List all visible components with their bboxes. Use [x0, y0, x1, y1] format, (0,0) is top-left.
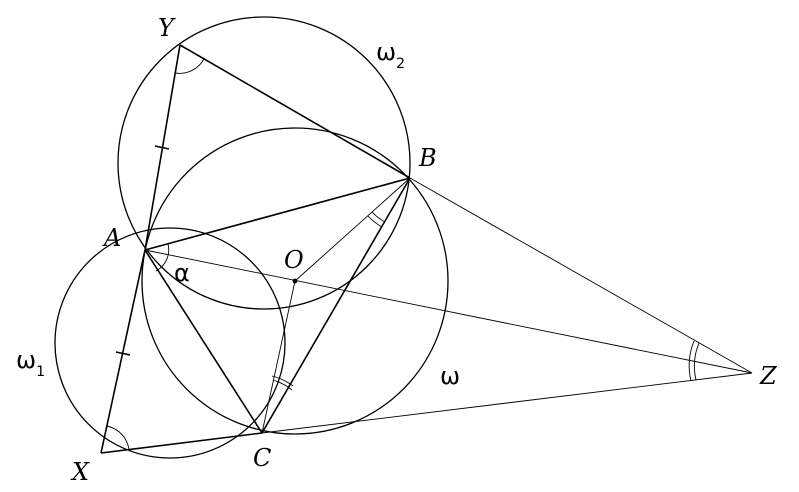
- angle-arc-Y: [174, 58, 205, 74]
- label-point-X: X: [70, 458, 90, 486]
- segment-BZ: [409, 177, 753, 374]
- angle-arc-Z-2: [693, 342, 700, 381]
- label-point-O: O: [284, 246, 304, 274]
- tick-AX: [115, 351, 131, 356]
- angle-arc-C-1: [272, 379, 293, 391]
- segment-XC: [100, 432, 263, 454]
- segment-CZ: [261, 372, 753, 434]
- angle-arc-C-2: [271, 375, 294, 387]
- angle-arc-Z-1: [688, 340, 695, 382]
- segment-AX: [100, 249, 146, 454]
- point-O-dot: [292, 278, 298, 284]
- label-point-Z: Z: [759, 362, 778, 390]
- segment-YB: [179, 44, 411, 179]
- tick-YA: [154, 145, 170, 150]
- label-alpha: α: [174, 259, 190, 287]
- segment-AC: [144, 249, 263, 434]
- label-point-B: B: [418, 144, 437, 172]
- segment-AB: [144, 177, 411, 251]
- angle-arc-B-1: [367, 215, 383, 228]
- angle-arc-alpha: [155, 243, 170, 272]
- angle-arc-B-2: [371, 211, 386, 223]
- circle-omega1: [54, 227, 286, 459]
- label-point-C: C: [253, 444, 271, 472]
- segment-OC: [261, 280, 296, 434]
- circle-omega2: [117, 16, 411, 310]
- label-omega2: ω2: [376, 38, 405, 72]
- circle-omega: [141, 127, 449, 435]
- segment-BC: [261, 177, 411, 434]
- angle-arc-X: [106, 425, 130, 451]
- label-point-A: A: [102, 224, 121, 252]
- segment-OB: [294, 177, 411, 282]
- label-omega1: ω1: [16, 346, 45, 380]
- label-omega: ω: [440, 362, 460, 390]
- segment-AZ: [144, 249, 753, 374]
- label-point-Y: Y: [158, 14, 176, 42]
